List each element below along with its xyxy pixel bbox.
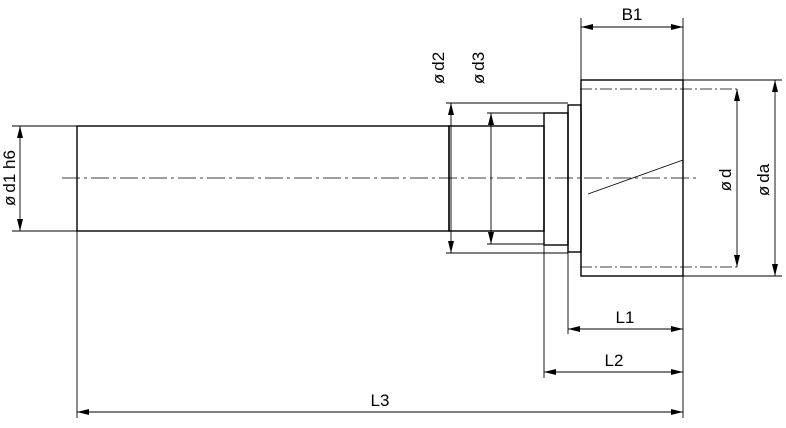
diameter-symbol: ø xyxy=(0,196,19,206)
collar-1 xyxy=(543,112,569,246)
svg-text:ød2: ø d2 xyxy=(429,52,448,84)
label-d3-group: ø d3 xyxy=(469,52,488,84)
label-b1: B1 xyxy=(622,5,643,24)
diameter-symbol: ø xyxy=(469,74,488,84)
shank xyxy=(76,125,450,232)
cutting-edge xyxy=(587,159,684,195)
svg-text:ød: ød xyxy=(716,169,735,192)
svg-text:ød3: ø d3 xyxy=(469,52,488,84)
diameter-symbol: ø xyxy=(754,186,773,196)
label-l3: L3 xyxy=(371,391,390,410)
diameter-symbol: ø xyxy=(429,74,448,84)
label-d3: d3 xyxy=(469,52,488,71)
diameter-symbol: ø xyxy=(716,181,735,191)
label-l1: L1 xyxy=(616,308,635,327)
collar-2 xyxy=(567,104,582,253)
label-d1-group: ø d1 h6 xyxy=(0,150,19,206)
neck xyxy=(448,125,545,232)
label-l2: L2 xyxy=(605,351,624,370)
label-da-group: ø da xyxy=(754,163,773,196)
svg-text:øda: ø da xyxy=(754,163,773,196)
label-d2: d2 xyxy=(429,52,448,71)
label-d-group: ød xyxy=(716,169,735,192)
svg-text:ød1 h6: ø d1 h6 xyxy=(0,150,19,206)
label-da: da xyxy=(754,163,773,182)
label-d1: d1 h6 xyxy=(0,150,19,193)
label-d: d xyxy=(716,169,735,178)
label-d2-group: ø d2 xyxy=(429,52,448,84)
